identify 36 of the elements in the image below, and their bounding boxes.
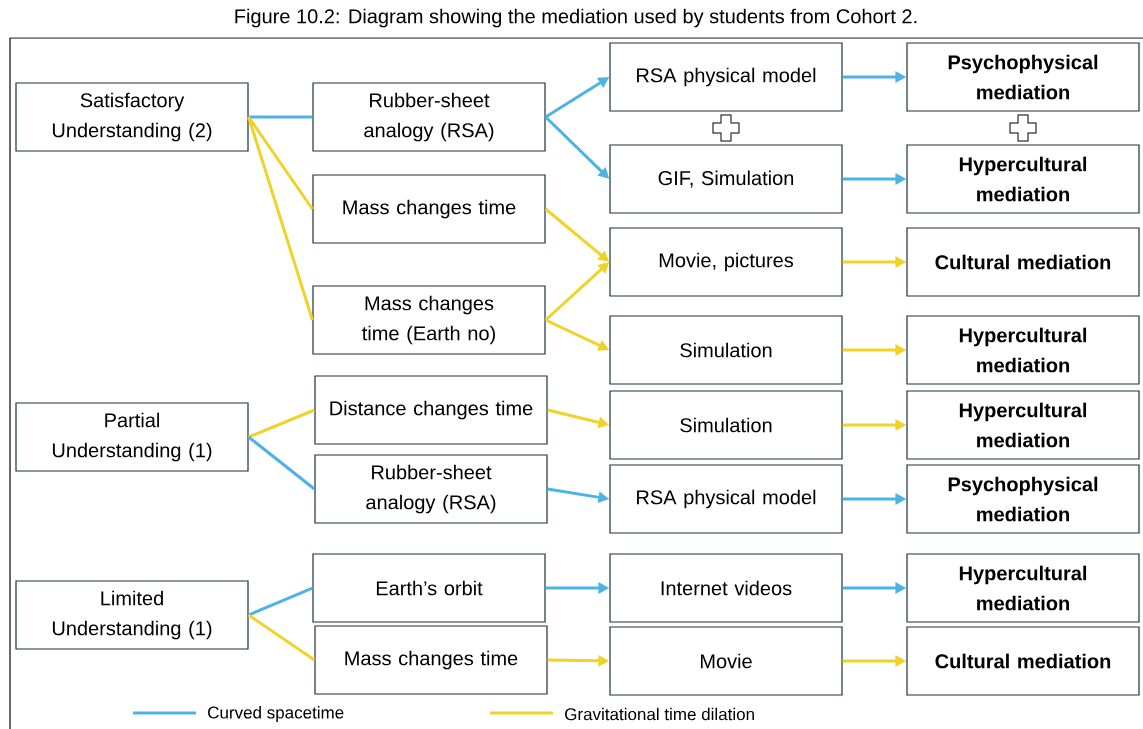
mediation-box: Hypercultural mediation (906, 144, 1140, 214)
connector-line (247, 116, 314, 210)
process-box: Movie (609, 626, 843, 696)
process-box: Internet videos (609, 553, 843, 623)
process-box: Mass changes time (312, 174, 546, 244)
process-box: RSA physical model (609, 464, 843, 534)
connector-line (247, 116, 314, 321)
process-box: Satisfactory Understanding (2) (15, 82, 249, 152)
connector-line (248, 586, 313, 617)
connector-line (248, 115, 313, 119)
mediation-box: Cultural mediation (906, 626, 1140, 696)
process-box: Rubber-sheet analogy (RSA) (312, 82, 546, 152)
process-box: GIF, Simulation (609, 144, 843, 214)
process-box: Simulation (609, 315, 843, 385)
process-box: Mass changes time (314, 625, 548, 695)
legend-label: Curved spacetime (208, 706, 344, 722)
process-box: Mass changes time (Earth no) (312, 285, 546, 355)
mediation-box: Cultural mediation (906, 227, 1140, 297)
mediation-box: Psychophysical mediation (906, 42, 1140, 112)
connector-line (247, 435, 316, 491)
figure-title: Figure 10.2: Diagram showing the mediation used by students from Cohort 2. (235, 8, 917, 28)
mediation-box: Hypercultural mediation (906, 315, 1140, 385)
process-box: Distance changes time (314, 375, 548, 445)
process-box: Limited Understanding (1) (15, 580, 249, 650)
process-box: Movie, pictures (609, 227, 843, 297)
mediation-box: Psychophysical mediation (906, 464, 1140, 534)
mediation-box: Hypercultural mediation (906, 553, 1140, 623)
connector-line (248, 408, 315, 439)
process-box: Earth’s orbit (312, 553, 546, 623)
legend-label: Gravitational time dilation (565, 707, 754, 721)
mediation-box: Hypercultural mediation (906, 390, 1140, 460)
process-box: RSA physical model (609, 42, 843, 112)
process-box: Simulation (609, 390, 843, 460)
process-box: Rubber-sheet analogy (RSA) (314, 454, 548, 524)
connector-line (247, 613, 316, 662)
process-box: Partial Understanding (1) (15, 402, 249, 472)
